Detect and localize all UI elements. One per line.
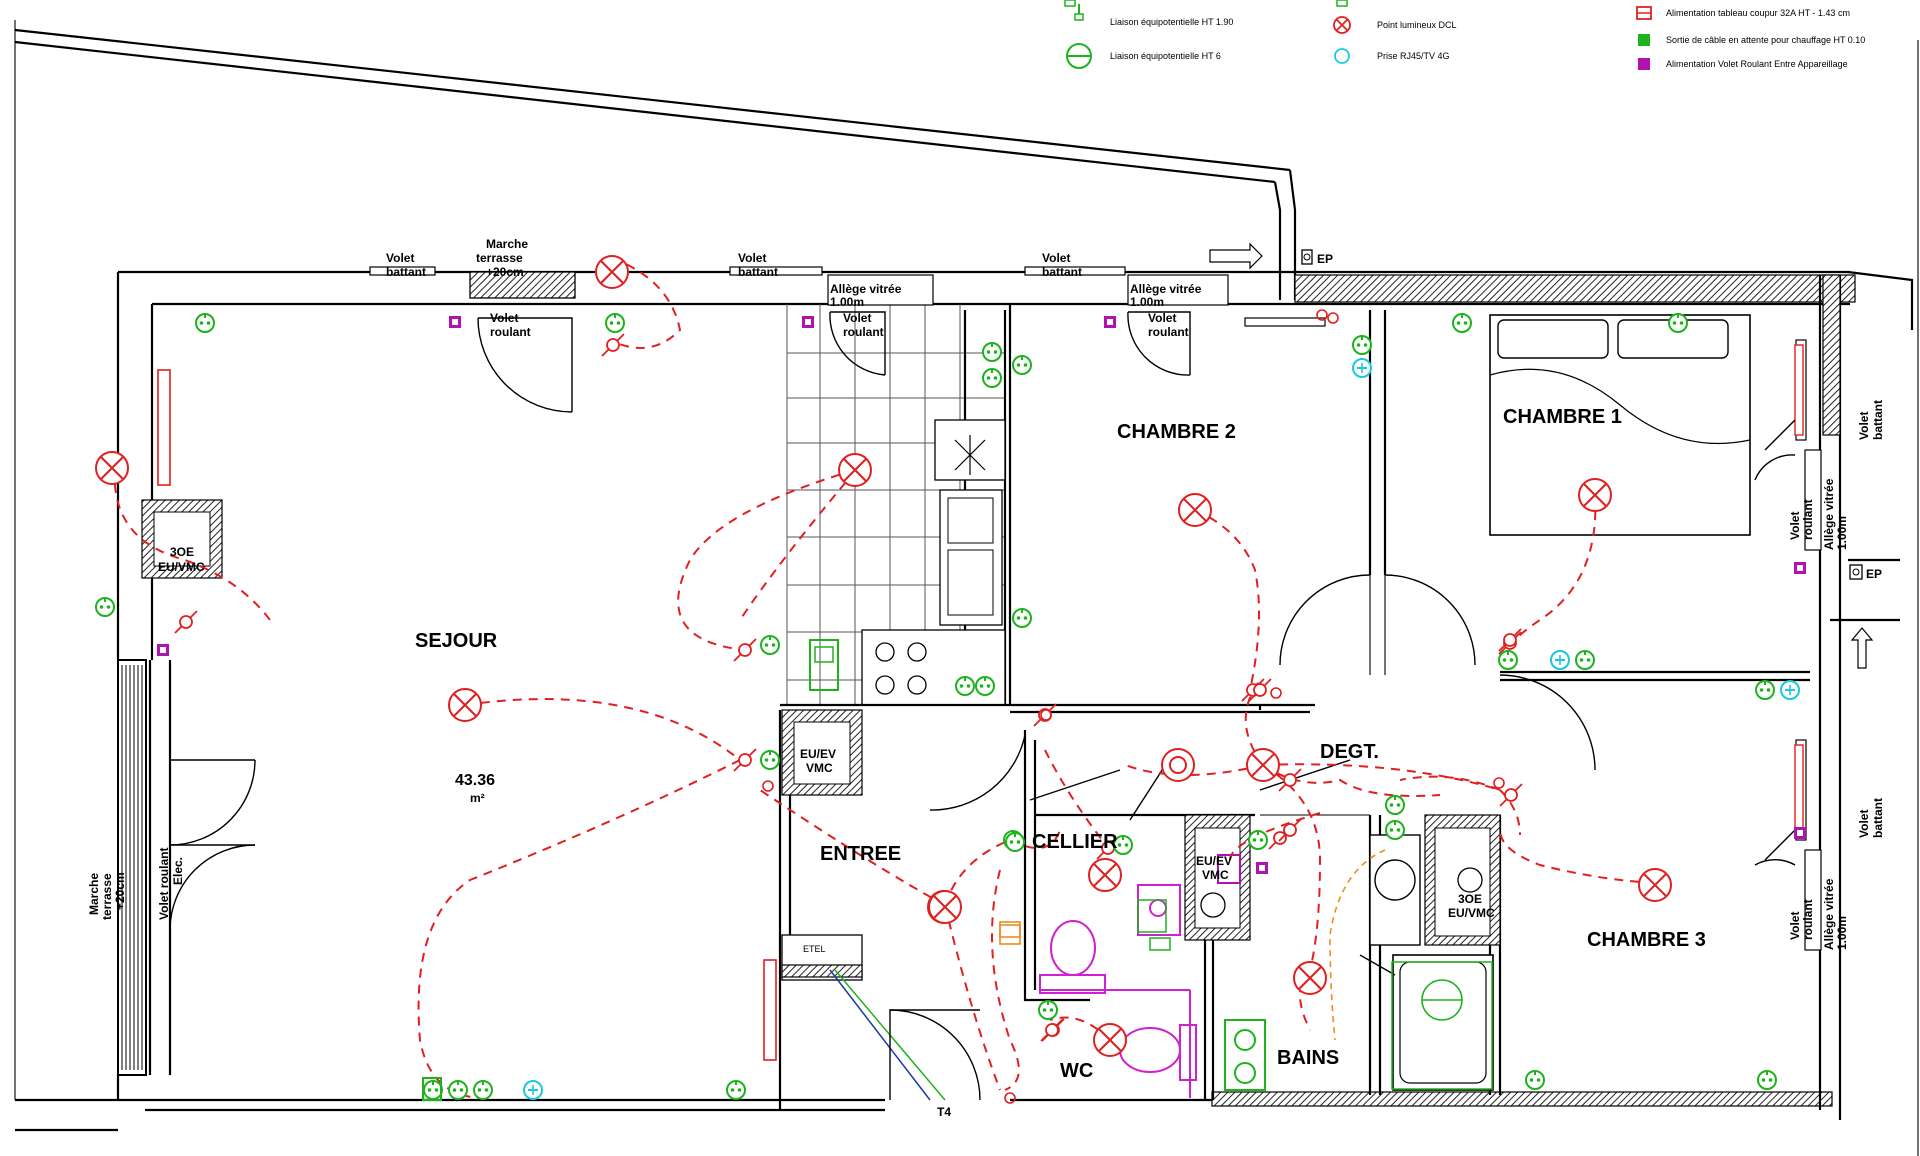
annotation-text: battant (1871, 400, 1885, 440)
room-label-bains: BAINS (1277, 1047, 1339, 1069)
room-labels: SEJOUR 43.36 m² CHAMBRE 1 CHAMBRE 2 CHAM… (415, 406, 1706, 1082)
annotation-text: Allège vitrée (1822, 878, 1836, 950)
annotation-text: roulant (490, 325, 531, 339)
legend-text: Alimentation Volet Roulant Entre Apparei… (1666, 59, 1848, 69)
legend-item: Liaison équipotentielle HT 1.90 (1074, 4, 1233, 27)
shaft-label: EU/EV (800, 747, 836, 761)
legend-item: Sortie de câble en attente pour chauffag… (1638, 34, 1865, 46)
lighting-circuits (113, 257, 1656, 1099)
t4-label: T4 (937, 1105, 951, 1119)
annotation-text: Volet (1788, 512, 1802, 540)
legend-text: Prise RJ45/TV 4G (1377, 51, 1450, 61)
annotation-text: +20cm (113, 872, 127, 910)
annotation-text: terrasse (476, 251, 523, 265)
shaft-label: EU/VMC (158, 560, 205, 574)
shaft-label: EU/EV (1196, 854, 1232, 868)
shaft-label: VMC (806, 761, 833, 775)
annotation-text: battant (1871, 798, 1885, 838)
shaft-label: 3OE (1458, 892, 1482, 906)
annotation-text: 1.00m (1835, 516, 1849, 550)
legend: Liaison équipotentielle HT 1.90 Liaison … (1064, 0, 1865, 70)
sanitary (1039, 854, 1266, 1098)
annotation-text: Allège vitrée (1130, 282, 1202, 296)
shaft-label: EU/VMC (1448, 906, 1495, 920)
annotation-text: Volet (1042, 251, 1070, 265)
legend-item: Alimentation tableau coupur 32A HT - 1.4… (1636, 6, 1850, 20)
legend-item: Prise RJ45/TV 4G (1334, 48, 1450, 64)
ep-label-top: EP (1317, 252, 1333, 266)
annotation-text: Volet roulant (157, 848, 171, 920)
room-label-entree: ENTREE (820, 843, 901, 865)
ep-label-right: EP (1866, 567, 1882, 581)
legend-item: Point lumineux DCL (1333, 16, 1457, 34)
annotation-text: battant (386, 265, 426, 279)
room-label-chambre-3: CHAMBRE 3 (1587, 929, 1706, 951)
annotation-text: 1.00m (1835, 916, 1849, 950)
panel-label: ETEL (803, 944, 826, 954)
annotations: Volet battant Marche terrasse +20cm Vole… (87, 237, 1885, 1119)
room-label-degt: DEGT. (1320, 741, 1379, 763)
shaft-label: 3OE (170, 545, 194, 559)
room-label-chambre-2: CHAMBRE 2 (1117, 421, 1236, 443)
ep-markers: EP EP (1209, 242, 1882, 669)
annotation-text: battant (738, 265, 778, 279)
room-label-chambre-1: CHAMBRE 1 (1503, 406, 1622, 428)
annotation-text: Marche (486, 237, 528, 251)
legend-text: Liaison équipotentielle HT 6 (1110, 51, 1221, 61)
annotation-text: roulant (1148, 325, 1189, 339)
room-label-wc: WC (1060, 1060, 1093, 1082)
annotation-text: Allège vitrée (1822, 478, 1836, 550)
annotation-text: Volet (386, 251, 414, 265)
legend-text: Point lumineux DCL (1377, 20, 1457, 30)
annotation-text: 1.00m (830, 295, 864, 309)
legend-text: Alimentation tableau coupur 32A HT - 1.4… (1666, 8, 1850, 18)
annotation-text: Elec. (171, 857, 185, 885)
annotation-text: Volet (738, 251, 766, 265)
annotation-text: roulant (843, 325, 884, 339)
annotation-text: battant (1042, 265, 1082, 279)
annotation-text: Volet (843, 311, 871, 325)
legend-item: Liaison équipotentielle HT 6 (1066, 43, 1221, 69)
annotation-text: Volet (490, 311, 518, 325)
sockets (95, 313, 1777, 1101)
annotation-text: roulant (1801, 499, 1815, 540)
annotation-text: Volet (1148, 311, 1176, 325)
annotation-text: 1.00m (1130, 295, 1164, 309)
annotation-text: Volet (1788, 912, 1802, 940)
annotation-text: +20cm (486, 265, 524, 279)
light-points (95, 255, 1672, 1057)
walls (14, 20, 1919, 1156)
doors (169, 311, 1796, 1101)
switches (174, 309, 1523, 1104)
annotation-text: Volet (1857, 810, 1871, 838)
sejour-area-unit: m² (470, 791, 485, 805)
annotation-text: roulant (1801, 899, 1815, 940)
shaft-label: VMC (1202, 868, 1229, 882)
room-label-sejour: SEJOUR (415, 630, 498, 652)
sejour-area: 43.36 (455, 772, 495, 789)
legend-text: Sortie de câble en attente pour chauffag… (1666, 35, 1865, 45)
legend-text: Liaison équipotentielle HT 1.90 (1110, 17, 1233, 27)
annotation-text: Volet (1857, 412, 1871, 440)
room-label-cellier: CELLIER (1032, 831, 1118, 853)
annotation-text: Allège vitrée (830, 282, 902, 296)
annotation-text: terrasse (100, 873, 114, 920)
annotation-text: Marche (87, 873, 101, 915)
legend-item: Alimentation Volet Roulant Entre Apparei… (1638, 58, 1848, 70)
